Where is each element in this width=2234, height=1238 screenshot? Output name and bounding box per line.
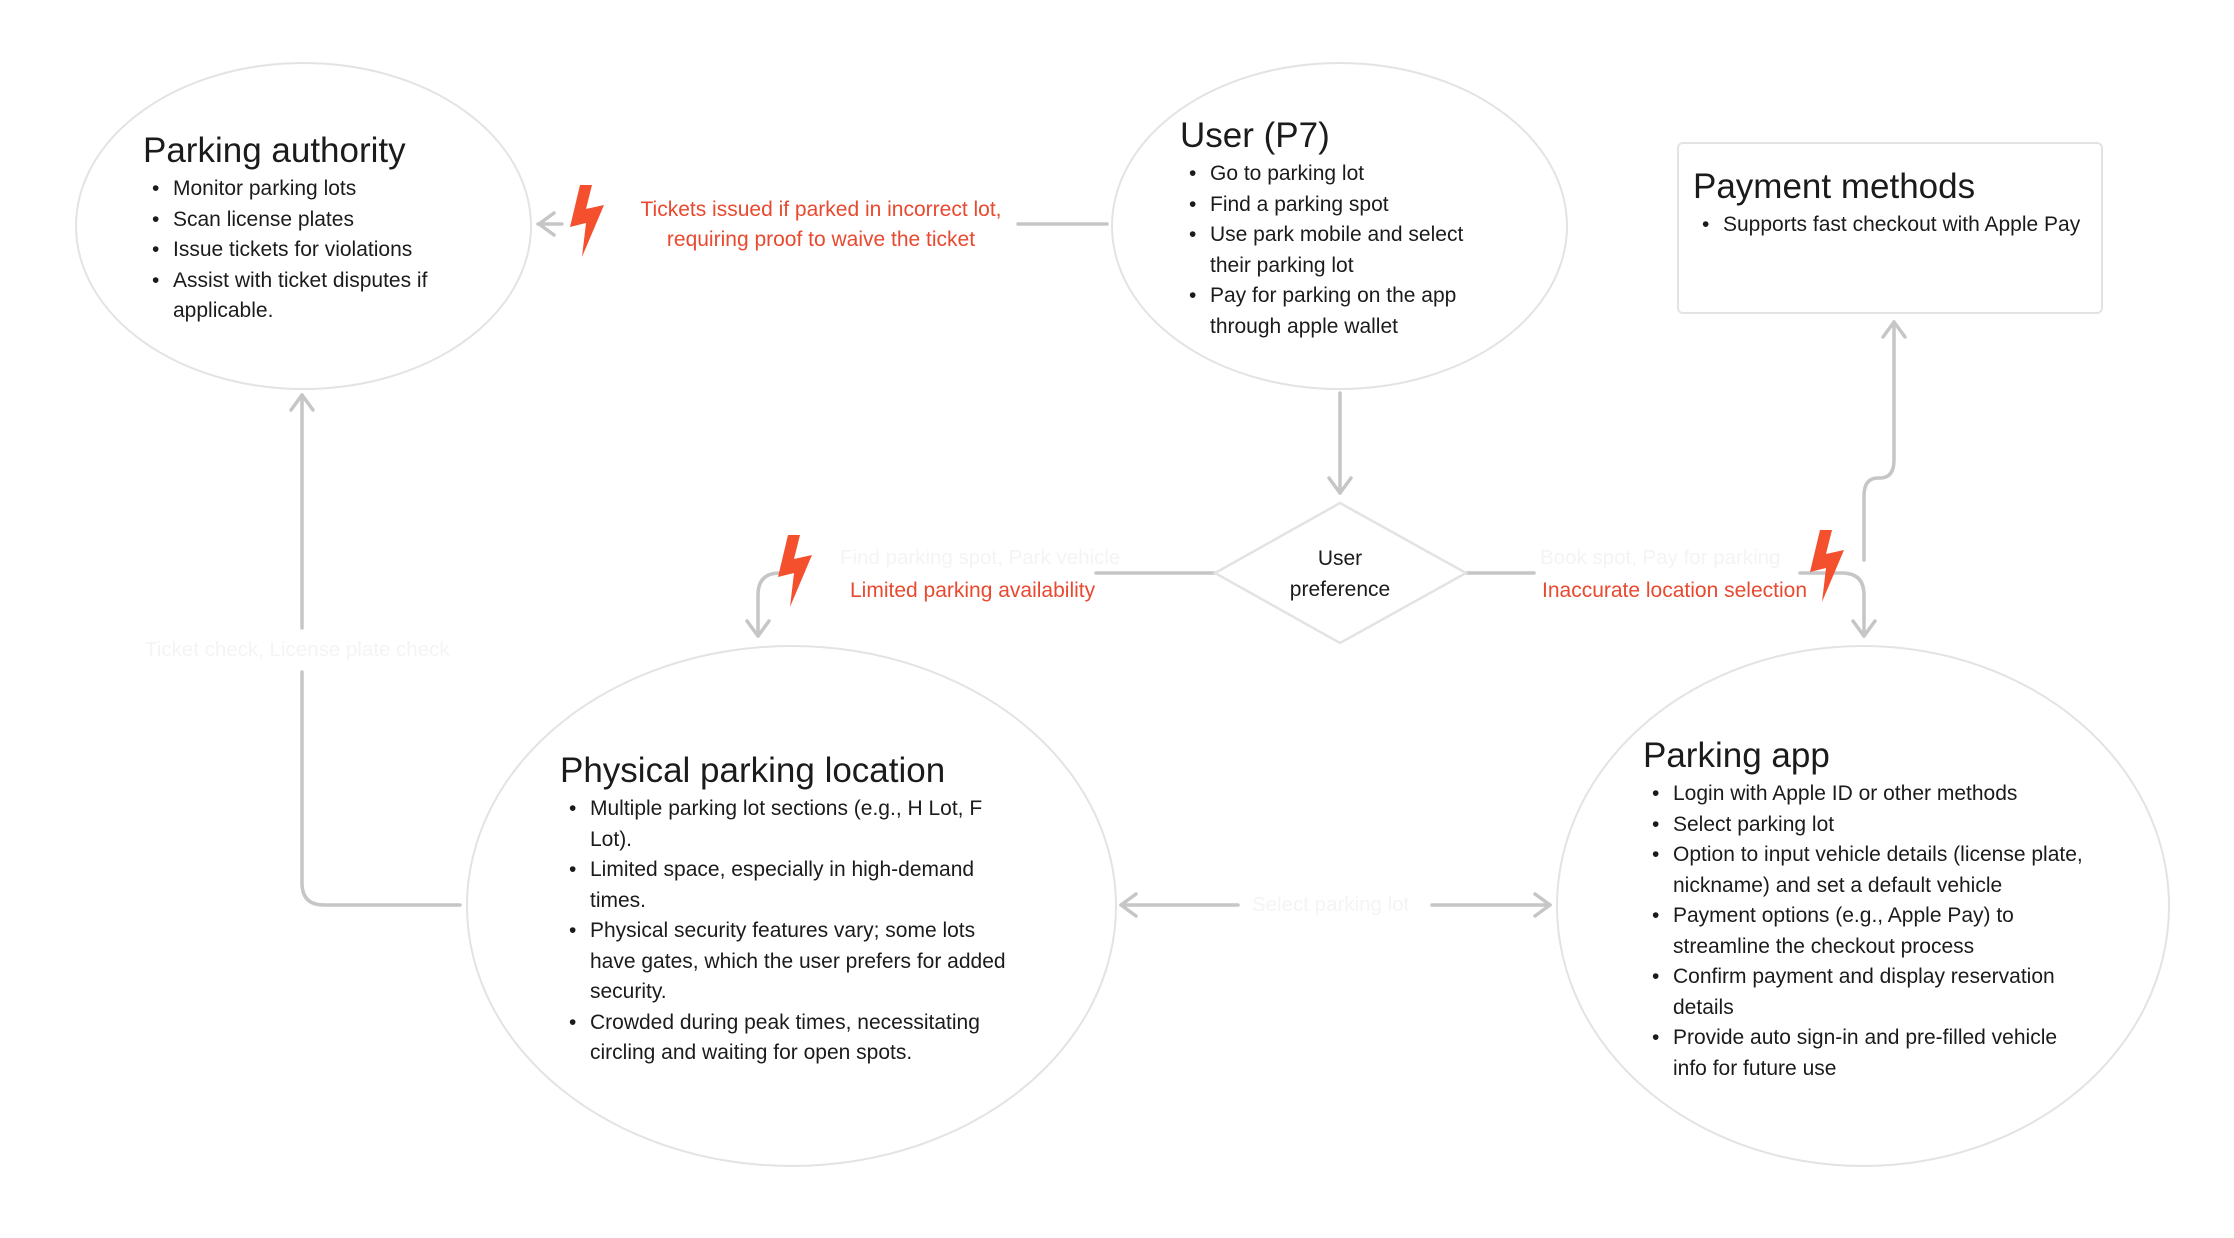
pain-label-inaccurate: Inaccurate location selection <box>1542 579 1807 602</box>
list-item: Confirm payment and display reservation … <box>1643 962 2083 1023</box>
list-item: Login with Apple ID or other methods <box>1643 779 2083 810</box>
arrowhead-icon <box>289 393 315 412</box>
list-item: Find a parking spot <box>1180 190 1488 221</box>
pain-label-limited: Limited parking availability <box>850 579 1096 602</box>
edge-label-select-lot: Select parking lot <box>1252 893 1410 916</box>
edge-label-book-spot: Book spot, Pay for parking <box>1540 546 1781 569</box>
edge-label-ticket-check: Ticket check, License plate check <box>145 638 450 661</box>
lightning-bolt-icon <box>1810 530 1844 602</box>
pain-label-line: Tickets issued if parked in incorrect lo… <box>640 198 1002 221</box>
list-item: Go to parking lot <box>1180 159 1488 190</box>
node-parking-app: Parking app Login with Apple ID or other… <box>1643 735 2083 1084</box>
node-physical-location: Physical parking location Multiple parki… <box>560 750 1022 1069</box>
decision-label-line: preference <box>1289 578 1391 601</box>
arrowhead-icon <box>1327 476 1353 495</box>
list-item: Multiple parking lot sections (e.g., H L… <box>560 794 1022 855</box>
lightning-bolt-icon <box>570 185 604 257</box>
node-parking-authority: Parking authority Monitor parking lots S… <box>143 130 463 327</box>
list-item: Payment options (e.g., Apple Pay) to str… <box>1643 901 2083 962</box>
node-list: Multiple parking lot sections (e.g., H L… <box>560 794 1022 1069</box>
node-list: Monitor parking lots Scan license plates… <box>143 174 463 327</box>
node-list: Login with Apple ID or other methods Sel… <box>1643 779 2083 1084</box>
list-item: Use park mobile and select their parking… <box>1180 220 1488 281</box>
list-item: Crowded during peak times, necessitating… <box>560 1008 1022 1069</box>
arrowhead-icon <box>1881 320 1907 339</box>
list-item: Select parking lot <box>1643 810 2083 841</box>
arrowhead-icon <box>1119 892 1138 918</box>
list-item: Physical security features vary; some lo… <box>560 916 1022 1008</box>
list-item: Limited space, especially in high-demand… <box>560 855 1022 916</box>
edge-app-to-payment <box>1862 320 1896 562</box>
list-item: Supports fast checkout with Apple Pay <box>1693 210 2093 241</box>
pain-label-tickets: Tickets issued if parked in incorrect lo… <box>636 195 1006 255</box>
node-title: User (P7) <box>1180 116 1330 155</box>
arrowhead-icon <box>1533 892 1552 918</box>
decision-label-line: User <box>1317 547 1363 570</box>
arrowhead-icon <box>537 211 556 237</box>
list-item: Pay for parking on the app through apple… <box>1180 281 1488 342</box>
list-item: Assist with ticket disputes if applicabl… <box>143 266 463 327</box>
node-title: Payment methods <box>1693 167 1976 206</box>
node-title: Physical parking location <box>560 751 946 790</box>
node-user: User (P7) Go to parking lot Find a parki… <box>1180 115 1488 342</box>
node-payment-methods: Payment methods Supports fast checkout w… <box>1693 166 2093 241</box>
node-title: Parking app <box>1643 736 1830 775</box>
decision-diamond <box>1212 501 1469 645</box>
list-item: Provide auto sign-in and pre-filled vehi… <box>1643 1023 2083 1084</box>
edge-physical-to-authority-1 <box>300 670 462 907</box>
edge-label-find-spot: Find parking spot, Park vehicle <box>840 546 1121 569</box>
arrowhead-icon <box>1851 619 1877 638</box>
lightning-bolt-icon <box>778 535 812 607</box>
pain-label-line: requiring proof to waive the ticket <box>666 228 976 251</box>
arrowhead-icon <box>745 619 771 638</box>
node-list: Supports fast checkout with Apple Pay <box>1693 210 2093 241</box>
node-title: Parking authority <box>143 131 406 170</box>
node-list: Go to parking lot Find a parking spot Us… <box>1180 159 1488 342</box>
list-item: Issue tickets for violations <box>143 235 463 266</box>
list-item: Option to input vehicle details (license… <box>1643 840 2083 901</box>
edge-preference-to-app-2 <box>1798 571 1866 638</box>
list-item: Monitor parking lots <box>143 174 463 205</box>
list-item: Scan license plates <box>143 205 463 236</box>
decision-label: User preference <box>1260 543 1420 605</box>
